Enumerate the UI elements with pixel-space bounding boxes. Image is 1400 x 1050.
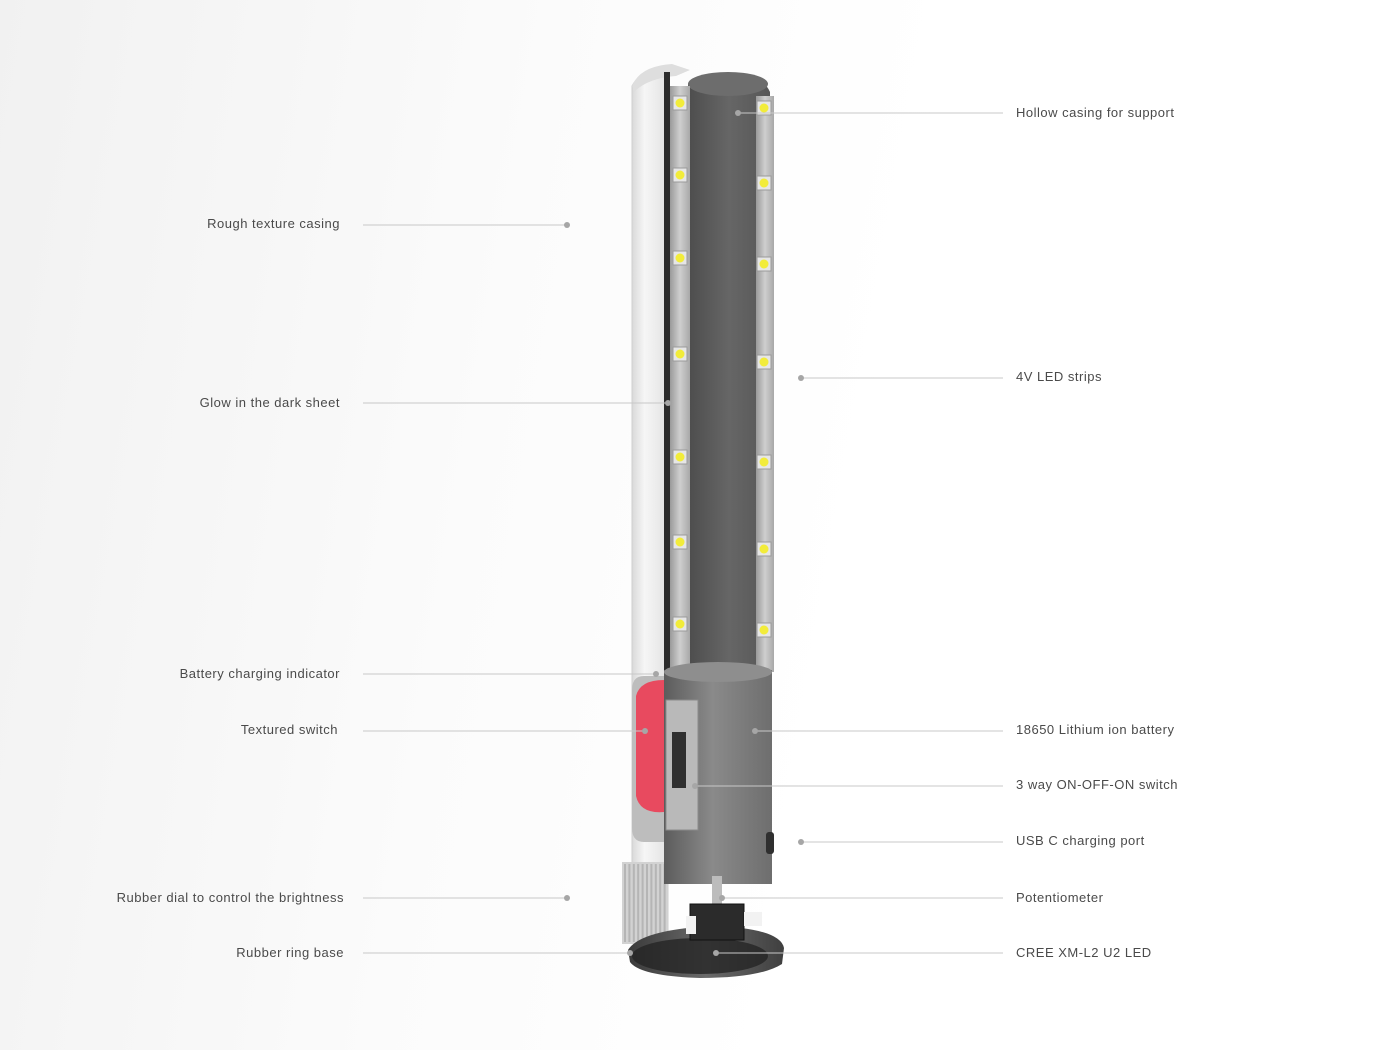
label-glow-in-the-dark-sheet: Glow in the dark sheet xyxy=(199,395,340,410)
potentiometer-shaft xyxy=(712,876,722,906)
led-chip-right-6 xyxy=(759,625,769,635)
led-chip-left-4 xyxy=(675,452,685,462)
textured-switch xyxy=(636,680,664,813)
dial-rib xyxy=(654,864,657,942)
led-chip-right-0 xyxy=(759,103,769,113)
led-chip-right-1 xyxy=(759,178,769,188)
led-chip-right-2 xyxy=(759,259,769,269)
led-chip-left-0 xyxy=(675,98,685,108)
led-strip-left xyxy=(670,86,690,672)
label-led-strips: 4V LED strips xyxy=(1016,369,1102,384)
label-hollow-casing: Hollow casing for support xyxy=(1016,105,1175,120)
leader-anchor-5 xyxy=(627,950,633,956)
led-strip-right xyxy=(756,96,774,672)
leader-anchor-9 xyxy=(692,783,698,789)
cree-led xyxy=(689,903,745,941)
label-rubber-dial: Rubber dial to control the brightness xyxy=(116,890,344,905)
label-potentiometer: Potentiometer xyxy=(1016,890,1104,905)
dial-rib xyxy=(659,864,662,942)
rubber-ring-base xyxy=(632,938,768,974)
dial-rib xyxy=(624,864,626,942)
dial-rib xyxy=(646,864,648,942)
led-chip-right-5 xyxy=(759,544,769,554)
leader-anchor-12 xyxy=(713,950,719,956)
led-chip-right-4 xyxy=(759,457,769,467)
dial-rib xyxy=(632,864,635,942)
led-chips xyxy=(672,95,772,638)
label-usb-c-port: USB C charging port xyxy=(1016,833,1145,848)
casing-top xyxy=(632,64,690,92)
leader-anchor-3 xyxy=(642,728,648,734)
leader-anchor-6 xyxy=(735,110,741,116)
casing-inner-edge xyxy=(664,72,670,672)
dial-rib xyxy=(650,864,653,942)
dial-rib xyxy=(637,864,640,942)
dial-rib xyxy=(628,864,631,942)
rubber-dial xyxy=(622,862,668,944)
usb-port xyxy=(766,832,774,854)
led-chip-left-6 xyxy=(675,619,685,629)
core-top xyxy=(688,72,768,96)
leader-anchor-11 xyxy=(719,895,725,901)
led-chip-left-2 xyxy=(675,253,685,263)
led-chip-left-1 xyxy=(675,170,685,180)
leader-anchor-0 xyxy=(564,222,570,228)
label-on-off-on-switch: 3 way ON-OFF-ON switch xyxy=(1016,777,1178,792)
led-chip-left-5 xyxy=(675,537,685,547)
led-chip-left-3 xyxy=(675,349,685,359)
label-textured-switch: Textured switch xyxy=(240,722,338,737)
leader-anchor-8 xyxy=(752,728,758,734)
leader-anchor-7 xyxy=(798,375,804,381)
label-rubber-ring-base: Rubber ring base xyxy=(236,945,344,960)
leader-anchor-1 xyxy=(665,400,671,406)
label-cree-led: CREE XM-L2 U2 LED xyxy=(1016,945,1152,960)
dial-rib xyxy=(663,864,666,942)
led-chip-right-3 xyxy=(759,357,769,367)
label-rough-texture-casing: Rough texture casing xyxy=(207,216,340,231)
leader-lines xyxy=(363,110,1003,956)
leader-anchor-10 xyxy=(798,839,804,845)
label-battery-charging-indicator: Battery charging indicator xyxy=(179,666,340,681)
dial-rib xyxy=(641,864,644,942)
leader-anchor-2 xyxy=(653,671,659,677)
label-lithium-battery: 18650 Lithium ion battery xyxy=(1016,722,1175,737)
leader-anchor-4 xyxy=(564,895,570,901)
battery-top xyxy=(664,662,772,682)
hollow-core xyxy=(688,73,770,677)
